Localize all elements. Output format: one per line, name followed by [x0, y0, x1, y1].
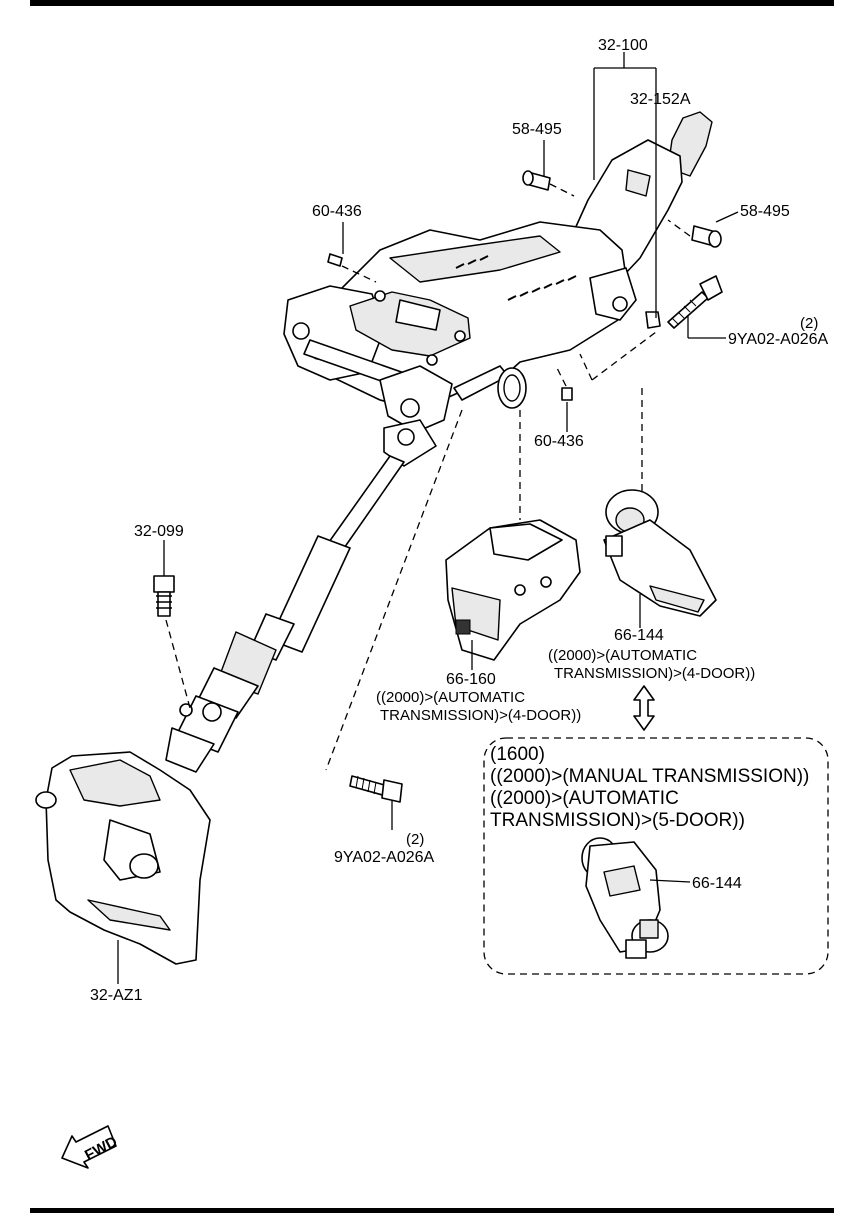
leader-lines: [117, 52, 739, 984]
note-66-144-line2: TRANSMISSION)>(4-DOOR)): [554, 665, 755, 682]
ignition-switch-66-144-box: [581, 837, 669, 959]
switch-66-160: [445, 519, 581, 661]
screw-60-436-mid: [561, 387, 573, 401]
note-66-160-line2: TRANSMISSION)>(4-DOOR)): [380, 707, 581, 724]
label-32-az1: 32-AZ1: [90, 987, 143, 1004]
label-58-495-top: 58-495: [512, 121, 562, 138]
label-66-144-top: 66-144: [614, 627, 664, 644]
screw-60-436-top: [327, 253, 343, 267]
label-66-160: 66-160: [446, 671, 496, 688]
ignition-switch-66-144-top: [603, 489, 717, 617]
bolt-58-495-right: [691, 225, 722, 248]
note-66-144-line1: ((2000)>(AUTOMATIC: [548, 647, 697, 664]
box-line-1: (1600): [490, 744, 545, 765]
label-qty-lower: (2): [406, 831, 424, 848]
label-qty-right: (2): [800, 315, 818, 332]
column-cover-32-az1: [35, 751, 211, 965]
label-9ya02-right: 9YA02-A026A: [728, 331, 829, 348]
bottom-border-rule: [30, 1208, 834, 1213]
double-arrow-icon: [633, 685, 655, 731]
note-66-160-line1: ((2000)>(AUTOMATIC: [376, 689, 525, 706]
bolt-58-495-top: [522, 170, 551, 191]
label-32-099: 32-099: [134, 523, 184, 540]
box-line-2: ((2000)>(MANUAL TRANSMISSION)): [490, 766, 809, 787]
fwd-arrow-icon: FWD: [61, 1125, 120, 1169]
label-9ya02-lower: 9YA02-A026A: [334, 849, 435, 866]
box-line-3: ((2000)>(AUTOMATIC: [490, 788, 679, 809]
steering-column-assembly: [283, 111, 713, 433]
label-60-436-top: 60-436: [312, 203, 362, 220]
label-32-100: 32-100: [598, 37, 648, 54]
box-line-4: TRANSMISSION)>(5-DOOR)): [490, 810, 745, 831]
label-60-436-mid: 60-436: [534, 433, 584, 450]
bolt-9ya02-a026a-right: [667, 275, 723, 329]
nut-32-152a: [645, 311, 661, 329]
label-32-152a: 32-152A: [630, 91, 691, 108]
intermediate-shaft: [165, 419, 437, 773]
bolt-32-099: [153, 575, 175, 617]
label-66-144-box: 66-144: [692, 875, 742, 892]
top-border-rule: [30, 0, 834, 6]
bolt-9ya02-a026a-lower: [349, 775, 403, 803]
alternate-part-box: [483, 737, 829, 975]
label-58-495-right: 58-495: [740, 203, 790, 220]
